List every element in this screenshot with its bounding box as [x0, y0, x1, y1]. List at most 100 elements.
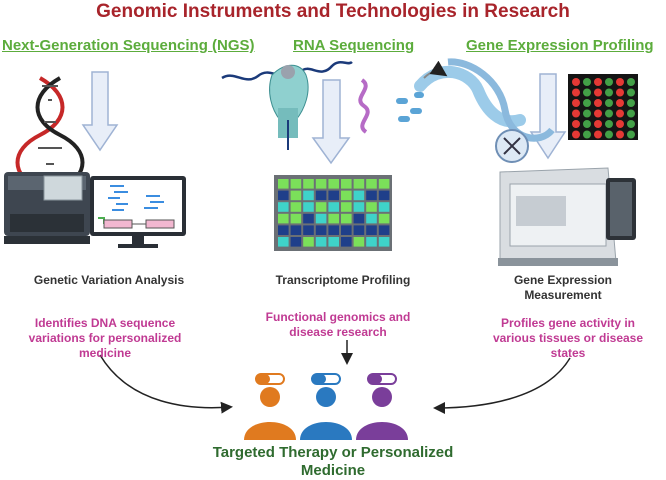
rna-description: Functional genomics and disease research — [265, 310, 411, 339]
microarray-spot — [583, 130, 591, 139]
heatmap-cell — [366, 179, 377, 189]
microarray-spot — [583, 99, 591, 107]
gep-caption: Gene Expression Measurement — [513, 273, 613, 302]
heatmap-cell — [353, 225, 365, 235]
ngs-heading: Next-Generation Sequencing (NGS) — [2, 37, 255, 54]
microarray-spot — [572, 120, 580, 128]
heatmap-cell — [278, 237, 289, 247]
heatmap-cell — [303, 179, 314, 189]
microarray-spot — [583, 88, 591, 97]
heatmap-cell — [290, 225, 302, 235]
outcome-label: Targeted Therapy or Personalized Medicin… — [212, 444, 454, 479]
heatmap-cell — [378, 190, 390, 201]
ngs-description: Identifies DNA sequence variations for p… — [28, 316, 182, 360]
microarray-spot — [616, 99, 624, 107]
patient-purple-icon — [356, 373, 408, 440]
microarray-spot — [594, 78, 602, 86]
heatmap-cell — [303, 225, 314, 235]
gep-description: Profiles gene activity in various tissue… — [492, 316, 644, 360]
microarray-spot — [616, 130, 624, 139]
heatmap-cell — [278, 213, 289, 224]
microarray-spot — [627, 109, 635, 118]
heatmap-cell — [278, 225, 289, 235]
heatmap-cell — [341, 237, 352, 247]
heatmap-cell — [315, 237, 327, 247]
heatmap-cell — [290, 179, 302, 189]
heatmap-cell — [378, 237, 390, 247]
heatmap-cell — [315, 202, 327, 212]
heatmap-cell — [378, 202, 390, 212]
rna-seq-heading: RNA Sequencing — [293, 37, 415, 54]
ngs-caption: Genetic Variation Analysis — [33, 273, 185, 287]
heatmap-cell — [328, 179, 339, 189]
heatmap-cell — [290, 190, 302, 201]
heatmap-cell — [278, 190, 289, 201]
heatmap-cell — [303, 202, 314, 212]
arrow-left-to-patients — [99, 354, 233, 414]
heatmap-cell — [290, 202, 302, 212]
microarray-spot — [594, 109, 602, 118]
patient-orange-icon — [244, 373, 296, 440]
microarray-spot — [605, 78, 613, 86]
patient-blue-icon — [300, 373, 352, 440]
microarray-spot — [627, 120, 635, 128]
microarray-spot — [627, 130, 635, 139]
microarray-spot — [605, 109, 613, 118]
microarray-spot — [605, 88, 613, 97]
heatmap-cell — [366, 202, 377, 212]
expression-instrument-icon — [498, 167, 636, 266]
heatmap-cell — [303, 213, 314, 224]
microarray-spot — [594, 99, 602, 107]
heatmap-cell — [315, 213, 327, 224]
microarray-spot — [594, 88, 602, 97]
heatmap-cell — [366, 190, 377, 201]
microarray-spot — [594, 120, 602, 128]
arrow-right-to-patients — [433, 357, 571, 414]
microarray-spot — [594, 130, 602, 139]
rna-caption: Transcriptome Profiling — [275, 273, 411, 287]
heatmap-cell — [315, 190, 327, 201]
heatmap-cell — [278, 202, 289, 212]
heatmap-cell — [353, 237, 365, 247]
heatmap-cell — [328, 202, 339, 212]
microscope-probe-icon — [396, 58, 555, 163]
microarray-spot — [616, 120, 624, 128]
diagram-title: Genomic Instruments and Technologies in … — [96, 1, 570, 22]
microarray-spot — [572, 109, 580, 118]
down-arrow-ngs — [81, 71, 119, 152]
heatmap-cell — [303, 190, 314, 201]
monitor-icon — [90, 176, 186, 248]
microarray-spot — [583, 120, 591, 128]
heatmap-cell — [353, 179, 365, 189]
heatmap-cell — [341, 213, 352, 224]
down-arrow-gep — [529, 73, 567, 160]
heatmap-cell — [315, 179, 327, 189]
microarray-spot — [627, 88, 635, 97]
heatmap-cell — [328, 225, 339, 235]
transcriptome-heatmap-icon — [274, 175, 392, 251]
microarray-spot — [572, 99, 580, 107]
microarray-spot — [616, 109, 624, 118]
heatmap-cell — [366, 225, 377, 235]
rna-strand-icon — [358, 78, 370, 134]
heatmap-cell — [278, 179, 289, 189]
heatmap-cell — [378, 225, 390, 235]
microarray-spot — [572, 88, 580, 97]
microarray-spot — [605, 120, 613, 128]
microarray-spot — [583, 109, 591, 118]
heatmap-cell — [290, 213, 302, 224]
down-arrow-rna — [311, 79, 351, 165]
microarray-spot — [572, 130, 580, 139]
microarray-spot — [627, 99, 635, 107]
microarray-spot — [616, 78, 624, 86]
ngs-sequencer-icon — [4, 172, 90, 244]
microarray-spot — [605, 130, 613, 139]
heatmap-cell — [353, 190, 365, 201]
rna-polymerase-icon — [221, 60, 353, 150]
heatmap-cell — [341, 179, 352, 189]
heatmap-cell — [353, 202, 365, 212]
heatmap-cell — [328, 190, 339, 201]
heatmap-cell — [341, 202, 352, 212]
microarray-spot — [583, 78, 591, 86]
